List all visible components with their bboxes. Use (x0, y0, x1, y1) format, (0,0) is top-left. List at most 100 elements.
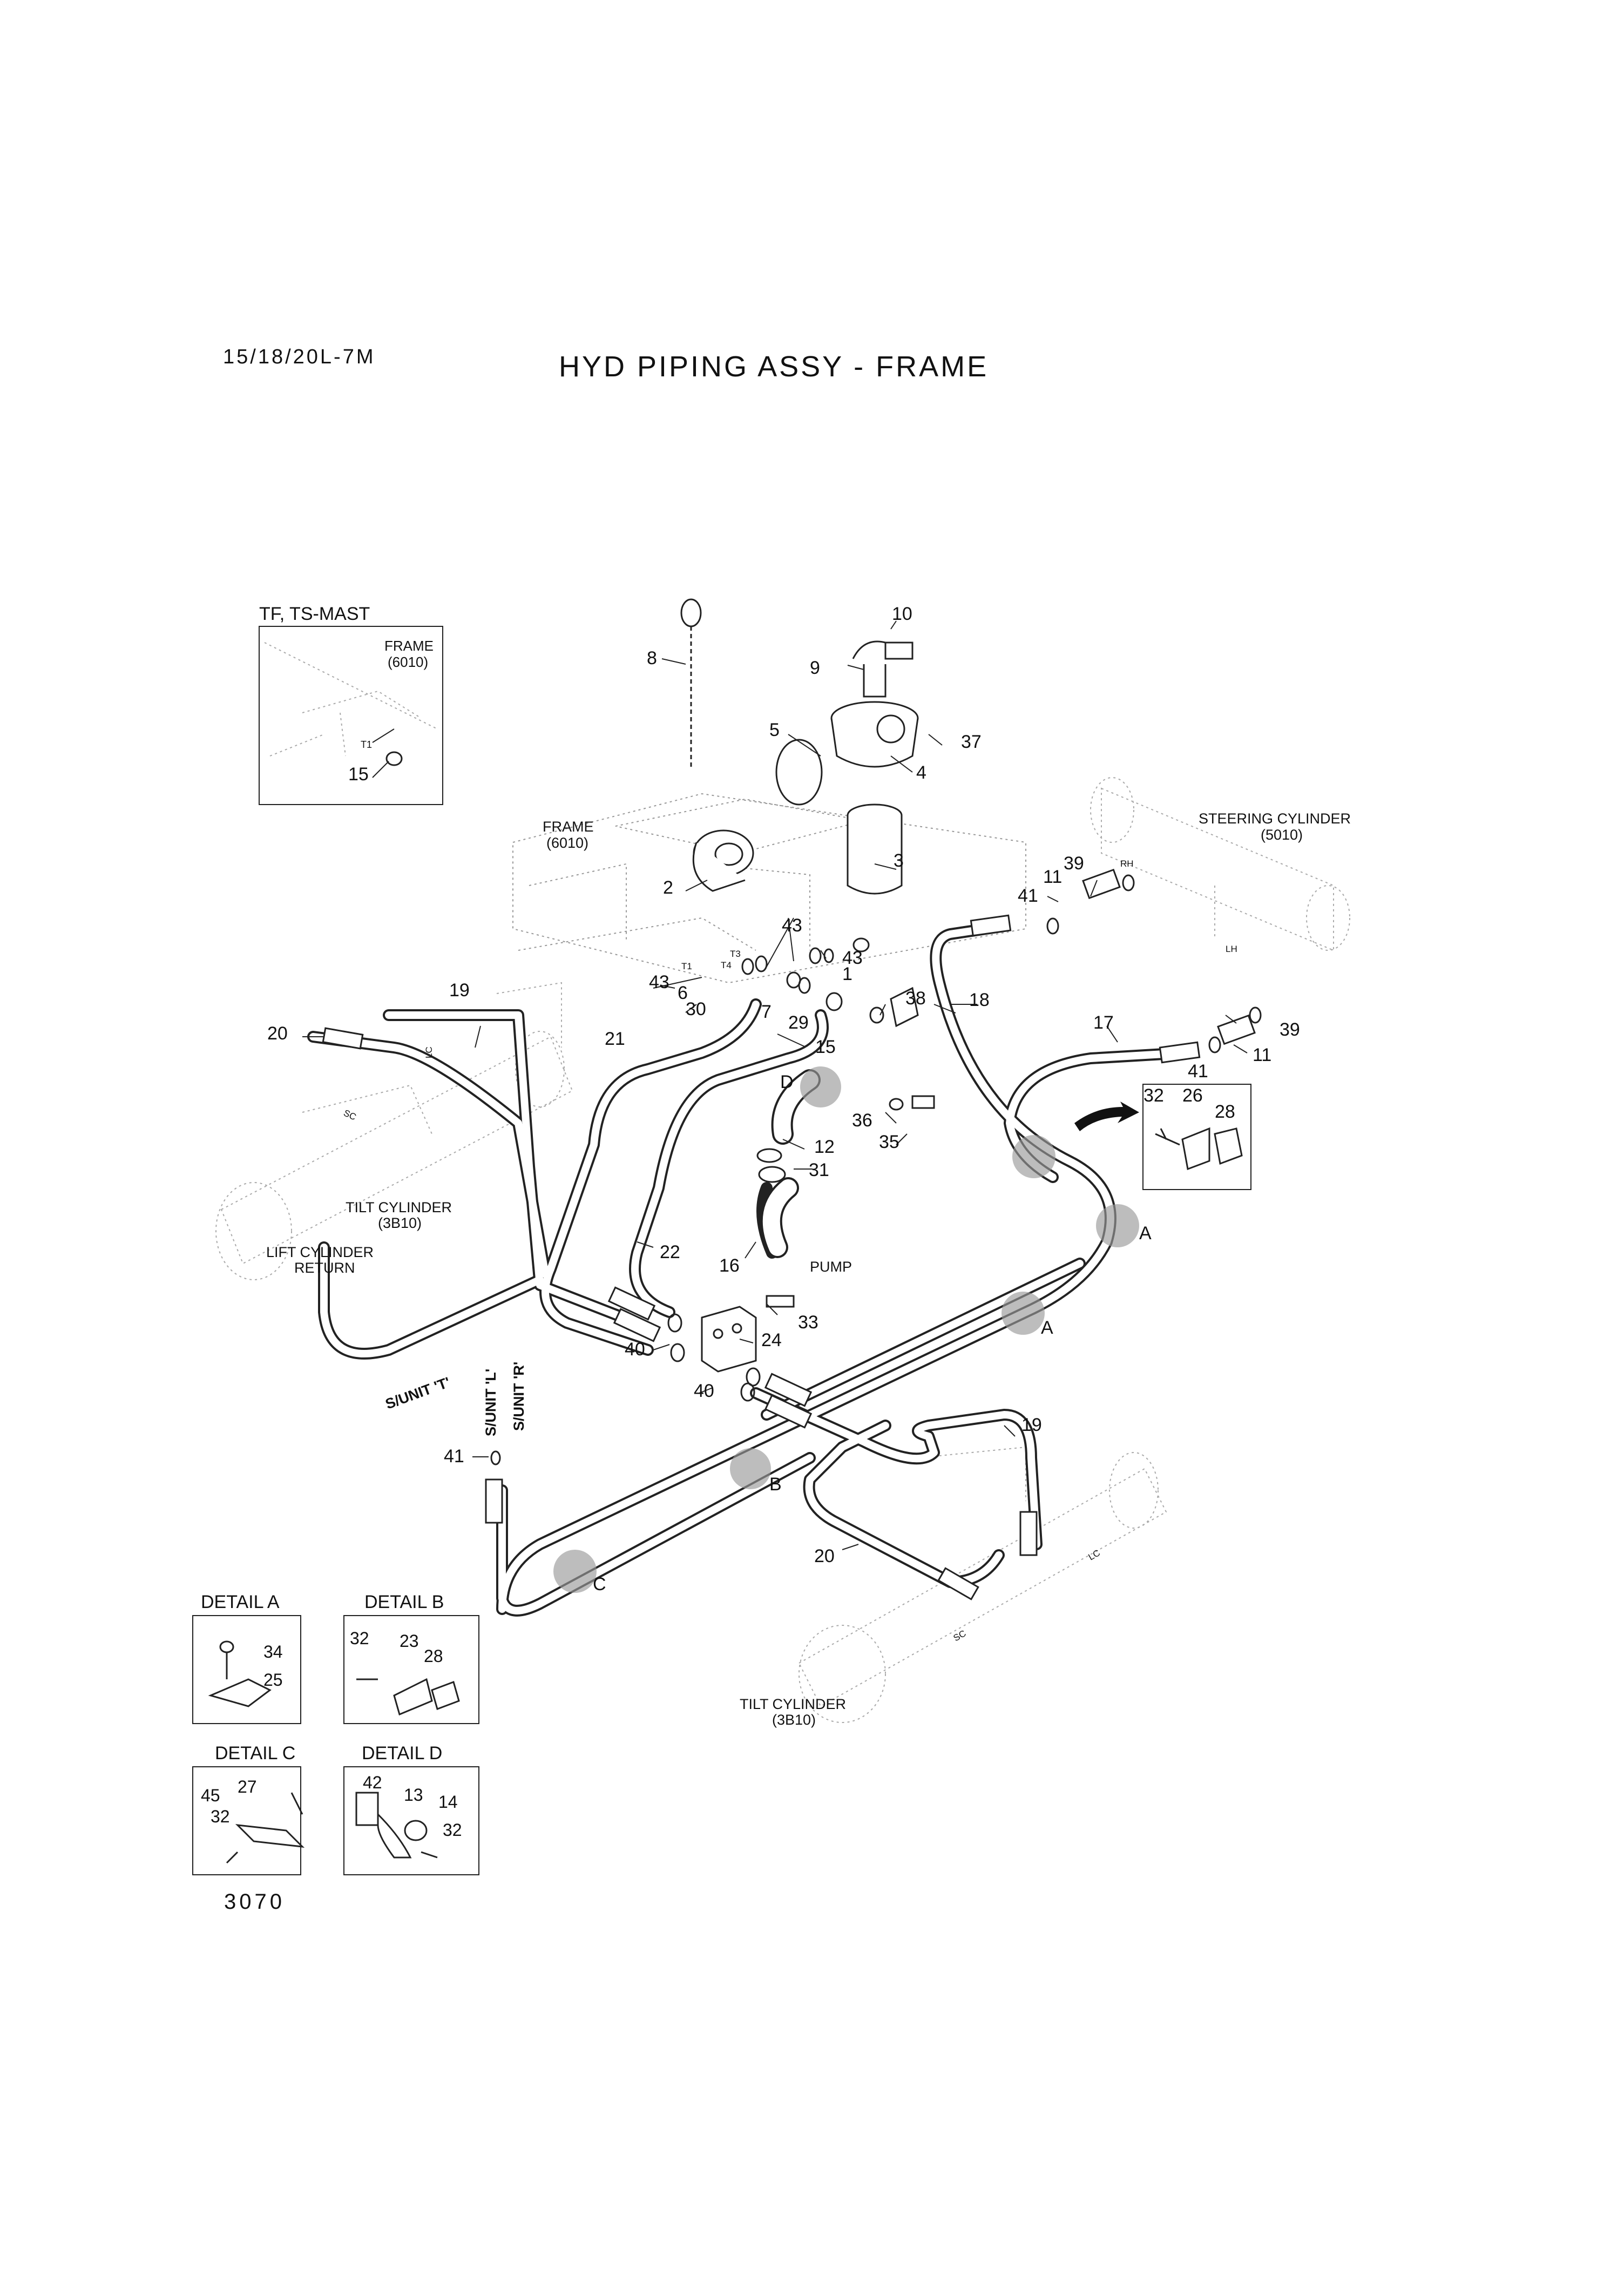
steering-cylinder-outline (1090, 777, 1350, 951)
tag-t3: T3 (730, 949, 741, 959)
marker-a-mid: A (1041, 1318, 1053, 1338)
callout-41-top: 41 (1018, 886, 1038, 906)
callout-32-box: 32 (1143, 1085, 1164, 1106)
callout-30: 30 (686, 999, 706, 1019)
callout-numbers: 10 9 8 5 37 4 3 2 43 43 43 1 6 30 7 29 3… (267, 604, 1300, 1566)
detail-d-32: 32 (443, 1820, 462, 1840)
callout-33: 33 (798, 1312, 818, 1333)
inset-frame-code: (6010) (388, 654, 428, 670)
callout-21: 21 (605, 1029, 625, 1049)
callout-22: 22 (660, 1242, 680, 1262)
callout-35: 35 (879, 1132, 899, 1152)
callout-26-box: 26 (1182, 1085, 1203, 1106)
tag-t4: T4 (721, 960, 732, 970)
tag-sc-left: SC (342, 1107, 357, 1122)
callout-36: 36 (852, 1110, 872, 1131)
model-number: 15/18/20L-7M (223, 346, 376, 368)
frame-label: FRAME (543, 819, 594, 835)
callout-11-right: 11 (1253, 1045, 1271, 1065)
detail-c-27: 27 (238, 1777, 257, 1796)
callout-16: 16 (719, 1255, 740, 1276)
frame-code: (6010) (546, 835, 588, 851)
tilt-cylinder-bottom-code: (3B10) (772, 1712, 816, 1728)
inset-title: TF, TS-MAST (259, 604, 370, 624)
inset-part-15: 15 (348, 764, 369, 785)
callout-43-left: 43 (649, 972, 669, 992)
callout-18: 18 (969, 990, 990, 1010)
callout-20-left: 20 (267, 1023, 288, 1044)
callout-6: 6 (678, 983, 688, 1003)
page-number: 3070 (224, 1890, 285, 1914)
callout-37: 37 (961, 732, 982, 752)
callout-2: 2 (663, 877, 673, 898)
callout-40-bottom: 40 (694, 1381, 714, 1401)
steering-cylinder-code: (5010) (1261, 827, 1303, 843)
callout-11-top: 11 (1043, 867, 1062, 887)
detail-d-13: 13 (404, 1785, 423, 1805)
detail-marker-circles (553, 1066, 1139, 1593)
detail-d-14: 14 (438, 1792, 458, 1812)
callout-43-right: 43 (842, 948, 863, 968)
tag-t1: T1 (681, 961, 692, 971)
component-names: FRAME (6010) STEERING CYLINDER (5010) TI… (266, 810, 1351, 1728)
tilt-cylinder-left-code: (3B10) (378, 1215, 422, 1231)
callout-43-top: 43 (782, 915, 802, 936)
callout-41-right: 41 (1188, 1061, 1208, 1082)
detail-drawings (208, 1640, 460, 1864)
callout-10: 10 (892, 604, 912, 624)
inset-frame-label: FRAME (384, 638, 434, 654)
marker-b: B (769, 1474, 782, 1495)
lift-cylinder-return-sub: RETURN (294, 1260, 355, 1276)
pipe-network (307, 920, 1188, 1617)
callout-9: 9 (810, 658, 820, 678)
detail-b-32: 32 (350, 1629, 369, 1648)
detail-b-28: 28 (424, 1646, 443, 1666)
callout-19-bottom: 19 (1021, 1415, 1042, 1435)
tag-lc-left: LC (424, 1046, 434, 1058)
callout-24: 24 (761, 1330, 782, 1350)
callout-38: 38 (905, 988, 926, 1009)
tag-lh: LH (1226, 944, 1237, 954)
detail-a-25: 25 (263, 1670, 283, 1690)
detail-markers: D A A B C (593, 1072, 1152, 1595)
detail-part-numbers: 34 25 32 23 28 27 45 32 42 13 14 32 (201, 1629, 462, 1840)
arrow-icon (1074, 1102, 1139, 1131)
tilt-cylinder-left-outline (215, 982, 573, 1280)
return-filter-assembly (680, 598, 919, 895)
valve-block-24 (701, 1306, 757, 1373)
inset-tf-ts-mast: TF, TS-MAST FRAME (6010) T1 15 (259, 604, 443, 805)
callout-3: 3 (894, 850, 904, 871)
frame-background-outline (512, 793, 1026, 984)
detail-titles: DETAIL A DETAIL B DETAIL C DETAIL D (201, 1592, 444, 1764)
tag-lc-right: LC (1087, 1548, 1102, 1562)
callout-4: 4 (916, 762, 926, 783)
tag-sc-bottom: SC (952, 1628, 968, 1643)
detail-d-title: DETAIL D (362, 1743, 442, 1764)
detail-d-42: 42 (363, 1773, 382, 1792)
callout-39-top: 39 (1064, 853, 1084, 874)
tilt-cylinder-left-label: TILT CYLINDER (346, 1199, 452, 1215)
callout-8: 8 (647, 648, 657, 668)
port-r-label: S/UNIT 'R' (511, 1362, 527, 1431)
callout-28-box: 28 (1215, 1102, 1235, 1122)
fittings-and-orings (490, 868, 1262, 1465)
detail-c-title: DETAIL C (215, 1743, 295, 1764)
callout-5: 5 (769, 720, 780, 740)
detail-c-32: 32 (211, 1807, 230, 1826)
callout-17: 17 (1093, 1012, 1114, 1033)
inset-t1-tag: T1 (361, 739, 372, 750)
port-labels: S/UNIT 'T' S/UNIT 'L' S/UNIT 'R' (383, 1362, 527, 1436)
marker-c: C (593, 1574, 606, 1595)
marker-d: D (780, 1072, 794, 1092)
steering-cylinder-label: STEERING CYLINDER (1199, 810, 1351, 827)
small-tags: T1 T3 T4 RH LH LC LC SC SC (342, 859, 1237, 1643)
port-t-label: S/UNIT 'T' (383, 1374, 452, 1413)
callout-39-right: 39 (1280, 1019, 1300, 1040)
tag-rh: RH (1120, 859, 1134, 869)
page-title: HYD PIPING ASSY - FRAME (559, 350, 989, 383)
callout-40-top: 40 (625, 1339, 645, 1360)
callout-1: 1 (842, 964, 852, 984)
marker-a-right: A (1139, 1223, 1152, 1244)
